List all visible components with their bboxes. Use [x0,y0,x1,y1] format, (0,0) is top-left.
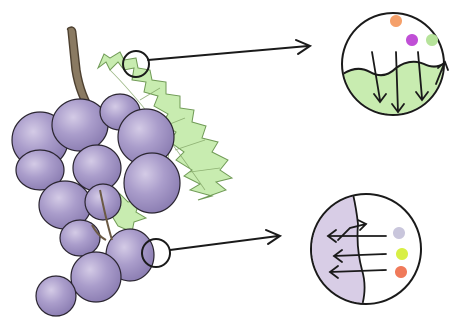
particle-dot [390,15,402,27]
grape-berry [60,220,100,256]
grape-berry [36,276,76,316]
grape-berry [71,252,121,302]
grape-cluster [12,94,180,316]
particle-dot [406,34,418,46]
leaf-pointer-arrow [148,40,310,60]
grape-berry [124,153,180,213]
leaf-zoom-circle [336,13,450,130]
particle-dot [393,227,405,239]
grape-berry [73,145,121,191]
particle-dot [426,34,438,46]
particle-dot [396,248,408,260]
berry-pointer-arrow [170,230,280,250]
berry-zoom-circle [300,190,421,312]
grape-berry [52,99,108,151]
particle-dot [395,266,407,278]
